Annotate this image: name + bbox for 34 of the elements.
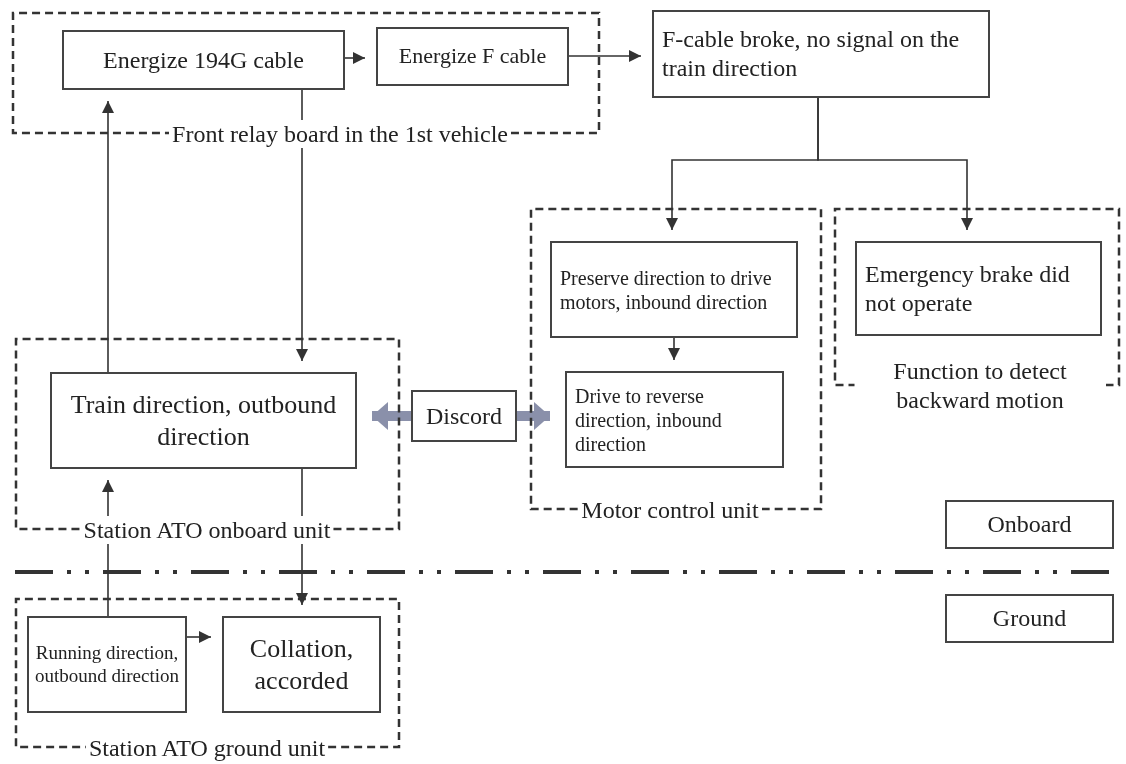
arrow <box>568 50 642 62</box>
process-box <box>50 372 357 469</box>
box-text: F-cable broke, no signal on the train direction <box>662 25 961 83</box>
process-box <box>945 500 1114 549</box>
box-text: Discord <box>425 401 503 431</box>
process-box <box>652 10 990 98</box>
process-box <box>27 616 187 713</box>
box-text: Energize 194G cable <box>102 45 305 75</box>
arrow <box>817 97 973 231</box>
arrow <box>517 402 550 430</box>
box-text: Onboard <box>986 510 1073 539</box>
arrow <box>102 100 114 373</box>
arrow <box>186 631 212 643</box>
process-box <box>62 30 345 90</box>
group-label: Front relay board in the 1st vehicle <box>169 119 511 149</box>
process-box <box>376 27 569 86</box>
box-text: Drive to reverse direction, inbound direction <box>575 383 723 456</box>
process-box <box>855 241 1102 336</box>
arrow <box>668 337 680 361</box>
process-box <box>222 616 381 713</box>
box-text: Collation, accorded <box>248 633 355 696</box>
box-text: Energize F cable <box>397 43 548 70</box>
process-box <box>945 594 1114 643</box>
arrow <box>344 52 366 64</box>
box-text: Ground <box>991 604 1068 633</box>
box-text: Preserve direction to drive motors, inbound direction <box>560 265 773 314</box>
box-text: Train direction, outbound direction <box>69 389 338 452</box>
process-box <box>411 390 517 442</box>
process-box <box>565 371 784 468</box>
box-text: Emergency brake did not operate <box>865 259 1071 318</box>
arrow <box>296 89 308 362</box>
arrow <box>372 402 411 430</box>
box-text: Running direction, outbound direction <box>33 641 181 688</box>
process-box <box>550 241 798 338</box>
